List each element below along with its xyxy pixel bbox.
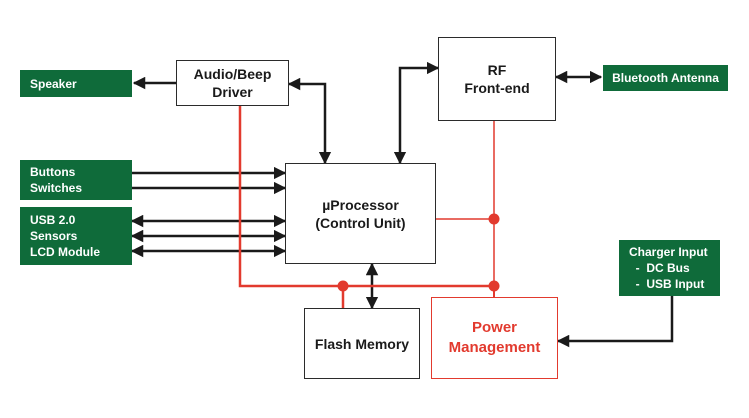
sensors-label: Sensors (30, 229, 78, 243)
charger-power-link (556, 296, 674, 348)
power-rail-audio (238, 106, 494, 288)
microprocessor-block: µProcessor (Control Unit) (285, 163, 436, 264)
switches-label: Switches (30, 181, 83, 195)
power-junction-management (488, 280, 500, 292)
bluetooth-antenna-external-block: Bluetooth Antenna (603, 65, 728, 91)
speaker-label: Speaker (30, 76, 77, 91)
speaker-external-block: Speaker (20, 70, 132, 97)
flash-memory-label: Flash Memory (314, 335, 410, 352)
rf-frontend-block: RF Front-end (438, 37, 556, 121)
usb-sensors-lcd-external-block: USB 2.0 Sensors LCD Module (20, 207, 132, 265)
audio-processor-link (287, 77, 332, 165)
charger-input-label: Charger Input (629, 245, 708, 259)
processor-rf-link (393, 61, 440, 165)
buttons-switches-external-block: Buttons Switches (20, 160, 132, 200)
audio-beep-driver-label-line-2: Driver (212, 84, 253, 100)
power-management-block: Power Management (431, 297, 558, 379)
audio-beep-driver-block: Audio/Beep Driver (176, 60, 289, 106)
microprocessor-label-line-2: (Control Unit) (315, 214, 406, 231)
flash-memory-block: Flash Memory (304, 308, 420, 379)
power-junction-processor (488, 213, 500, 225)
power-management-label-line-2: Management (448, 339, 541, 356)
microprocessor-label-line-1: µProcessor (322, 196, 399, 213)
lcd-module-label: LCD Module (30, 245, 100, 259)
dc-bus-label: - DC Bus (629, 261, 690, 275)
charger-input-external-block: Charger Input - DC Bus - USB Input (619, 240, 720, 296)
rf-frontend-label-line-1: RF (487, 62, 507, 78)
usb-input-label: - USB Input (629, 277, 705, 291)
bluetooth-antenna-label: Bluetooth Antenna (612, 71, 719, 85)
usb-label: USB 2.0 (30, 213, 76, 227)
power-junction-flash (337, 280, 349, 292)
audio-beep-driver-label-line-1: Audio/Beep (193, 66, 272, 82)
buttons-label: Buttons (30, 165, 76, 179)
rf-frontend-label-line-2: Front-end (464, 80, 530, 96)
power-management-label-line-1: Power (471, 319, 517, 336)
